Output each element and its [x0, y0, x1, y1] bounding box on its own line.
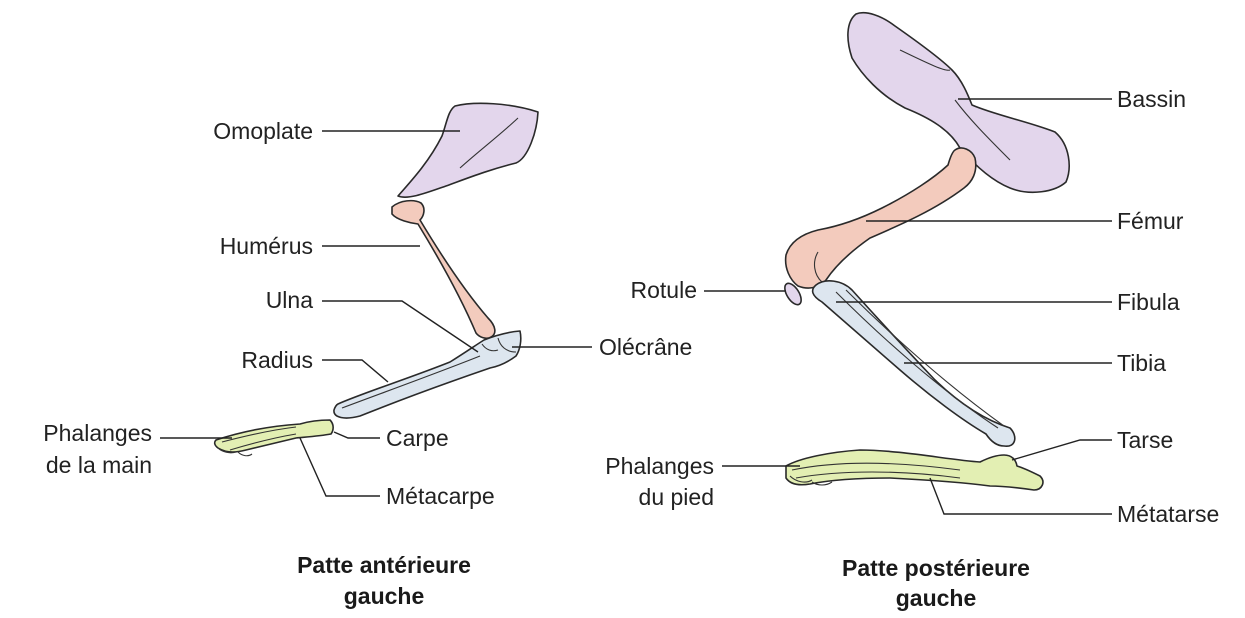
- caption-hind-line1: Patte postérieure: [842, 555, 1030, 581]
- label-bassin: Bassin: [1117, 86, 1186, 112]
- front-foot-bones: [215, 420, 333, 452]
- label-metacarpe: Métacarpe: [386, 483, 495, 509]
- label-tarse: Tarse: [1117, 427, 1173, 453]
- front-leg: [215, 103, 538, 455]
- label-carpe: Carpe: [386, 425, 449, 451]
- hind-foot-bones: [786, 450, 1043, 490]
- radius-ulna-bone: [334, 331, 521, 418]
- label-femur: Fémur: [1117, 208, 1184, 234]
- hind-leg: [782, 13, 1070, 490]
- front-leg-labels: Omoplate Humérus Ulna Radius Olécrâne Ph…: [43, 118, 692, 509]
- label-phalanges-main-line2: de la main: [46, 452, 152, 478]
- label-olecrane: Olécrâne: [599, 334, 692, 360]
- label-phalanges-main-line1: Phalanges: [43, 420, 152, 446]
- label-phalanges-pied-line2: du pied: [639, 484, 714, 510]
- caption-front-line1: Patte antérieure: [297, 552, 471, 578]
- humerus-bone: [392, 201, 495, 339]
- label-radius: Radius: [241, 347, 313, 373]
- label-ulna: Ulna: [266, 287, 314, 313]
- omoplate-bone: [398, 103, 538, 197]
- caption-hind-line2: gauche: [896, 585, 977, 611]
- label-metatarse: Métatarse: [1117, 501, 1219, 527]
- label-fibula: Fibula: [1117, 289, 1180, 315]
- label-phalanges-pied-line1: Phalanges: [605, 453, 714, 479]
- front-leg-caption: Patte antérieure gauche: [297, 552, 471, 609]
- label-humerus: Humérus: [220, 233, 313, 259]
- caption-front-line2: gauche: [344, 583, 425, 609]
- label-omoplate: Omoplate: [213, 118, 313, 144]
- label-rotule: Rotule: [631, 277, 697, 303]
- label-tibia: Tibia: [1117, 350, 1166, 376]
- hind-leg-caption: Patte postérieure gauche: [842, 555, 1030, 611]
